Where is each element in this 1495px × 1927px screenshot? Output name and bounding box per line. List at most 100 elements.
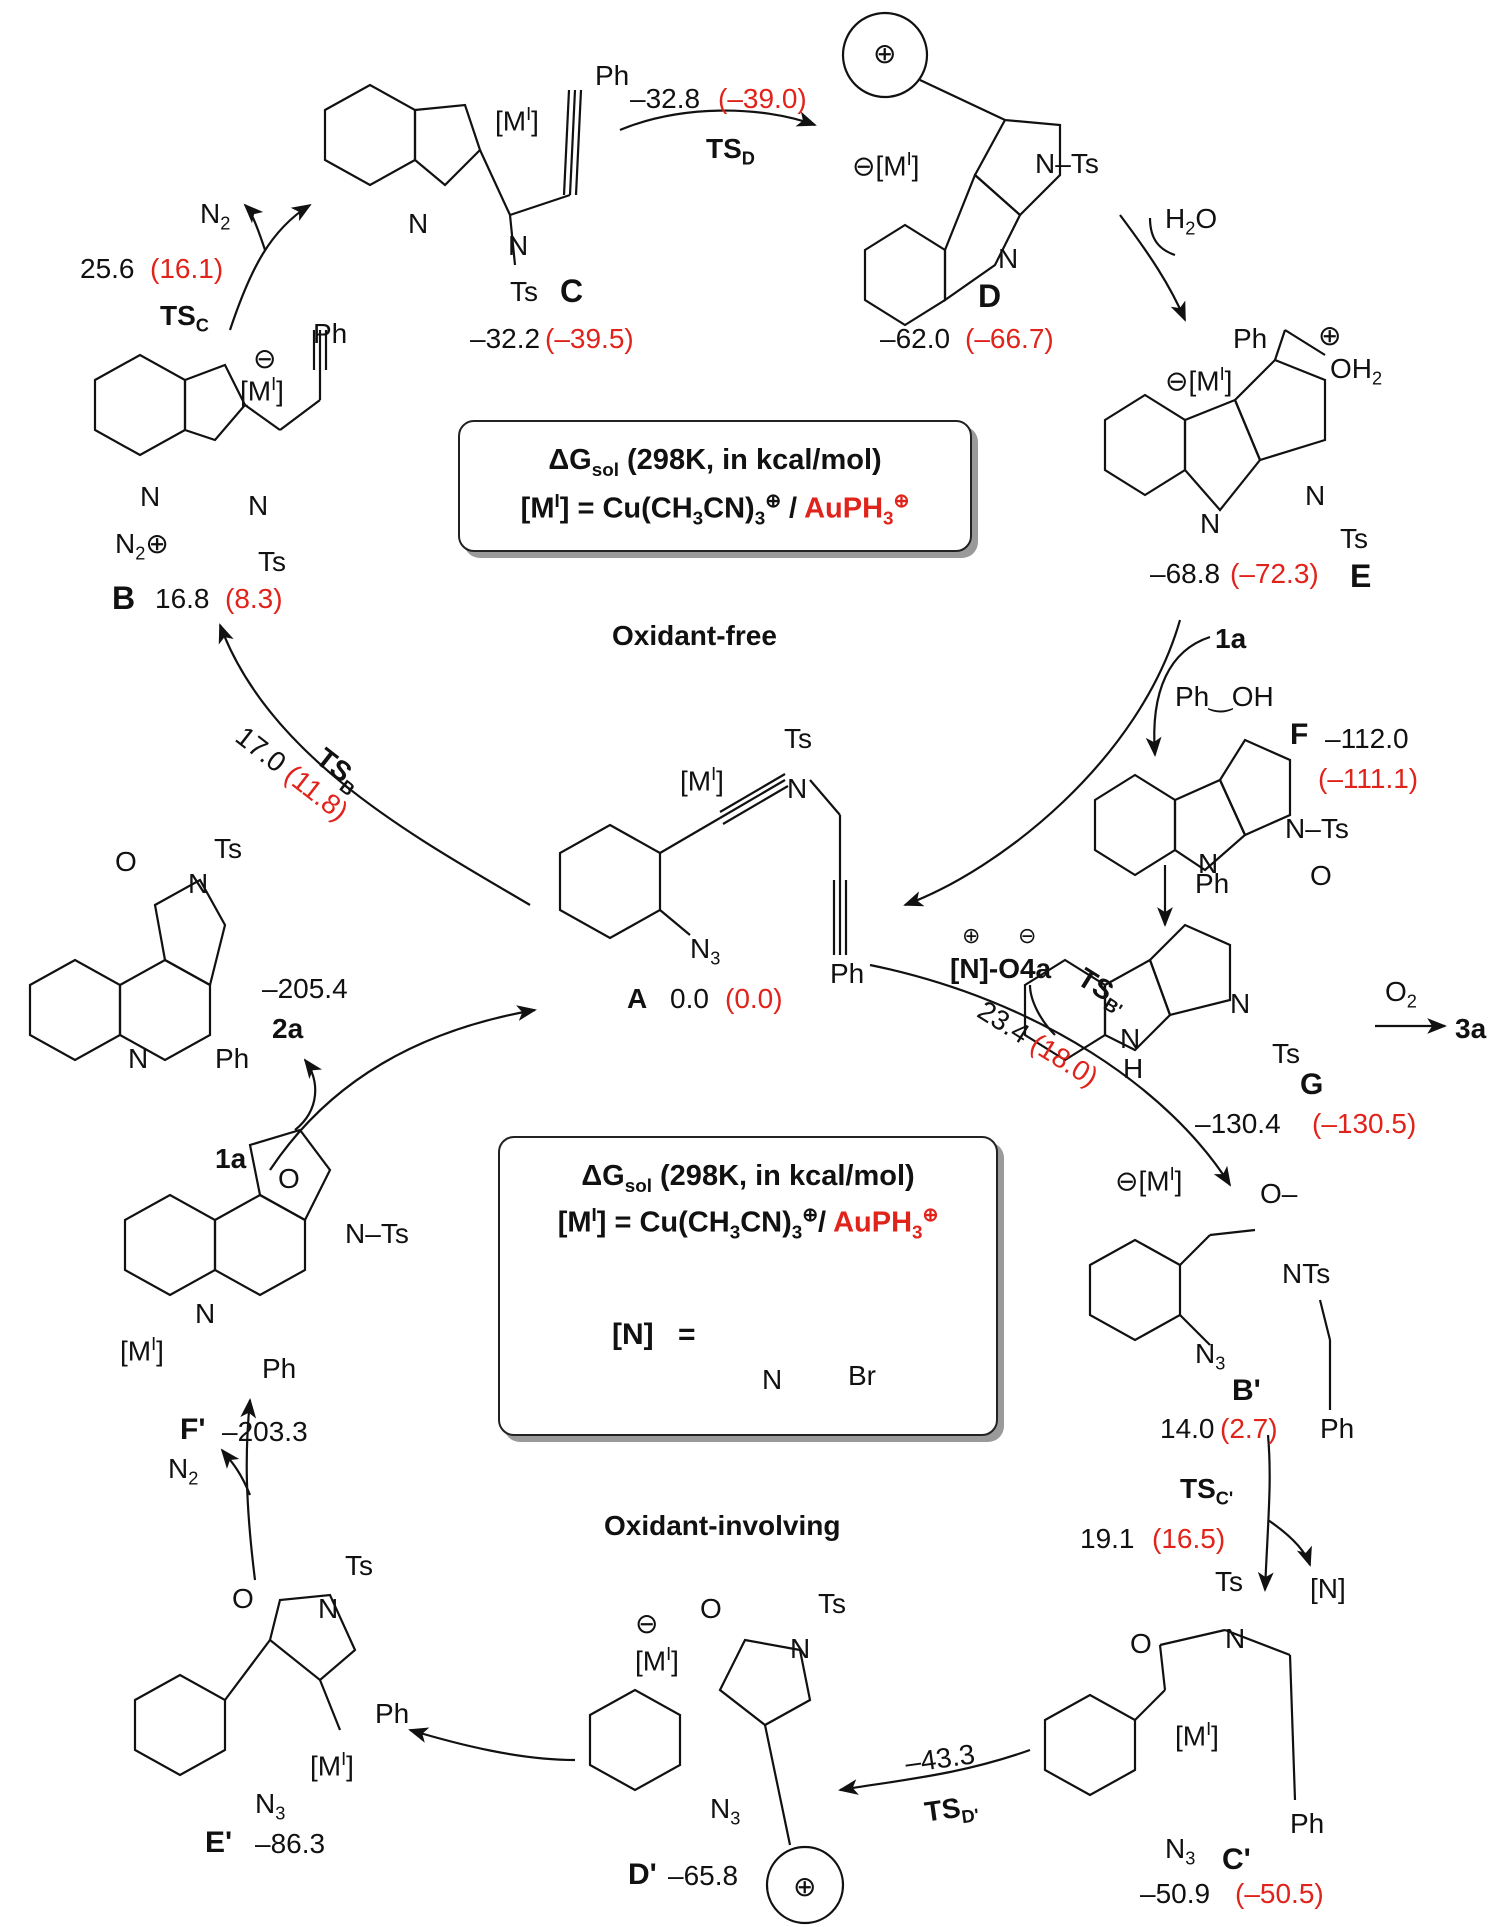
structure-sketches [28, 11, 1332, 1925]
pyridine-br: Br [848, 1360, 876, 1391]
atom-N-G: N [1120, 1023, 1141, 1054]
atom-N3-A: N3 [690, 933, 721, 969]
atom-Ts-C: Ts [510, 276, 538, 307]
species-D-energy-au: (–66.7) [965, 323, 1054, 354]
reagent-O2: O2 [1385, 976, 1417, 1012]
species-Ep-energy: –86.3 [255, 1828, 326, 1859]
atom-N-B: N [140, 481, 161, 512]
atom-N-B2: N [248, 490, 269, 521]
arrow-A-to-Bp [869, 963, 1232, 1187]
atom-NTs-Bp: NTs [1282, 1258, 1331, 1289]
atom-Ph-Ep: Ph [375, 1698, 410, 1729]
species-A-energy: 0.0 [670, 983, 709, 1014]
species-G-energy-au: (–130.5) [1312, 1108, 1417, 1139]
atom-N3-Cp: N3 [1165, 1833, 1196, 1869]
species-Cp-energy-au: (–50.5) [1235, 1878, 1324, 1909]
atom-Ts-Cp: Ts [1215, 1566, 1243, 1597]
pyridine-n-label: [N] [612, 1318, 654, 1351]
atom-Ph-2a: Ph [215, 1043, 250, 1074]
legend-top-line1: ΔGsol (298K, in kcal/mol) [548, 444, 882, 480]
species-B-label: B [112, 580, 136, 616]
atom-OH2-E: OH2 [1330, 353, 1383, 389]
ts-C-energy: 25.6 [80, 253, 135, 284]
atom-O-Fp: O [278, 1163, 300, 1194]
atom-M-Ep: [MI] [310, 1749, 354, 1782]
atom-N-E2: N [1305, 480, 1326, 511]
species-Bp-energy: 14.0 [1160, 1413, 1215, 1444]
benzene-ring-A [558, 823, 662, 940]
pyridine-n-atom: N [762, 1364, 783, 1395]
product-2a-label: 2a [272, 1013, 304, 1044]
atom-Ts-G: Ts [1272, 1038, 1300, 1069]
ts-C-energy-au: (16.1) [150, 253, 224, 284]
benzene-ring-Cp [1043, 1693, 1137, 1797]
species-C-label: C [560, 273, 584, 309]
species-Cp-energy: –50.9 [1140, 1878, 1211, 1909]
arrow-oxidant-in [1028, 984, 1056, 1036]
legend-bottom-line2: [MI] = Cu(CH3CN)3⊕/ AuPH3⊕ [557, 1204, 939, 1243]
species-D-energy: –62.0 [880, 323, 951, 354]
atom-N-Ep: N [318, 1593, 339, 1624]
atom-M-D: ⊖[MI] [852, 149, 920, 182]
species-G-energy: –130.4 [1195, 1108, 1281, 1139]
atom-M-C: [MI] [495, 104, 539, 137]
atom-Ts-B: Ts [258, 546, 286, 577]
species-D-label: D [978, 278, 1002, 314]
atom-N-E: N [1200, 508, 1221, 539]
atom-O-Ep: O [232, 1583, 254, 1614]
plus-charge-D: ⊕ [873, 38, 897, 69]
atom-Ph-B: Ph [313, 318, 348, 349]
minus-charge-B: ⊖ [253, 343, 277, 374]
ts-Cp-energy: 19.1 [1080, 1523, 1135, 1554]
atom-N-Cp: N [1225, 1623, 1246, 1654]
benzene-ring-E [1103, 393, 1187, 497]
atom-Ts-Dp: Ts [818, 1588, 846, 1619]
atom-O-2a: O [115, 846, 137, 877]
atom-Ts-A: Ts [784, 723, 812, 754]
species-G-label: G [1300, 1068, 1324, 1101]
cycle-arrows [218, 109, 1447, 1795]
benzene-ring-Bp [1088, 1238, 1182, 1342]
atom-N-C2: N [508, 230, 529, 261]
plus-charge-Dp: ⊕ [793, 1871, 817, 1902]
atom-Ts-2a: Ts [214, 833, 242, 864]
atom-Ts-Ep: Ts [345, 1550, 373, 1581]
species-Bp-energy-au: (2.7) [1220, 1413, 1278, 1444]
atom-N-F2: N–Ts [1285, 813, 1349, 844]
atom-M-A: [MI] [680, 764, 724, 797]
reagent-N2-bottom: N2 [168, 1453, 199, 1489]
species-Cp-label: C' [1222, 1843, 1251, 1876]
arrow-E-to-A [903, 619, 1182, 907]
atom-O-Bp: O– [1260, 1178, 1298, 1209]
atom-H-G: H [1123, 1053, 1144, 1084]
ts-Dp-label: TSD' [922, 1791, 981, 1828]
atom-N-F: N [1198, 848, 1219, 879]
arrow-A-to-B [218, 623, 531, 906]
reagent-1a-top: 1a [1215, 623, 1247, 654]
species-Dp-energy: –65.8 [668, 1860, 739, 1891]
species-E-energy: –68.8 [1150, 558, 1221, 589]
atom-N3-Bp: N3 [1195, 1338, 1226, 1374]
arrow-H2O-in [1148, 217, 1176, 257]
benzene-ring-Fp [123, 1193, 217, 1297]
arrow-1a-to-2a [294, 1058, 323, 1131]
atom-Ts-E: Ts [1340, 523, 1368, 554]
arrow-N2-release-Fp [220, 1448, 252, 1496]
benzene-ring-Ep [133, 1673, 227, 1777]
species-F-energy-au: (–111.1) [1318, 763, 1419, 794]
species-Bp-label: B' [1232, 1374, 1261, 1407]
legend-bottom: ΔGsol (298K, in kcal/mol) [MI] = Cu(CH3C… [498, 1136, 998, 1436]
species-C-energy-au: (–39.5) [545, 323, 634, 354]
arrow-Cp-to-Dp [838, 1748, 1031, 1795]
benzene-ring-F [1093, 773, 1177, 877]
benzene-ring-B [93, 353, 187, 457]
benzene-ring-D [863, 223, 947, 327]
atom-Ph-G: Ph [1195, 868, 1230, 899]
minus-charge-Dp: ⊖ [635, 1608, 659, 1639]
atom-N-Fp: N–Ts [345, 1218, 409, 1249]
atom-O-G: O [1310, 860, 1332, 891]
ts-D-label: TSD [706, 133, 755, 169]
legend-bottom-line1: ΔGsol (298K, in kcal/mol) [581, 1160, 915, 1196]
reagent-oxidant: [N]-O4a [950, 953, 1052, 984]
